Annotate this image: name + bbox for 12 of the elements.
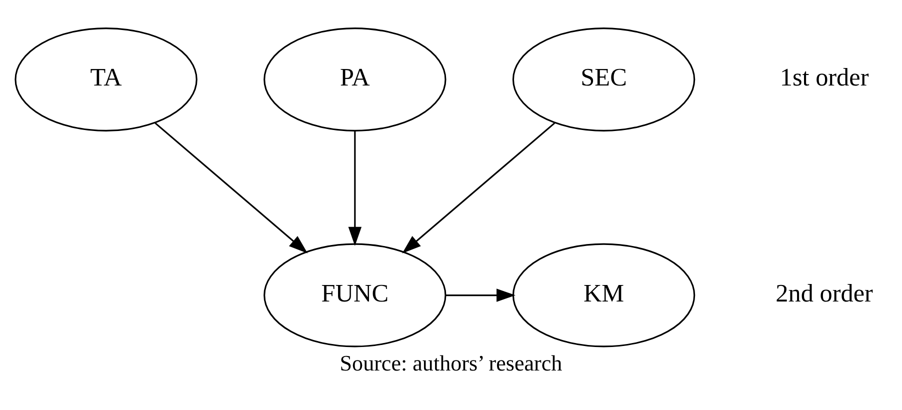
node-ellipse: TA	[14, 27, 198, 131]
node-ellipse: KM	[512, 242, 696, 347]
label: 2nd order	[776, 280, 873, 307]
arrow	[154, 122, 308, 253]
node-ellipse: SEC	[512, 27, 696, 131]
caption: Source: authors’ research	[340, 350, 562, 375]
arrow	[402, 122, 556, 253]
node-ellipse: PA	[264, 27, 446, 131]
label: 1st order	[780, 64, 869, 91]
arrow	[348, 130, 362, 246]
node-ellipse: FUNC	[264, 242, 446, 347]
arrow	[446, 288, 516, 302]
